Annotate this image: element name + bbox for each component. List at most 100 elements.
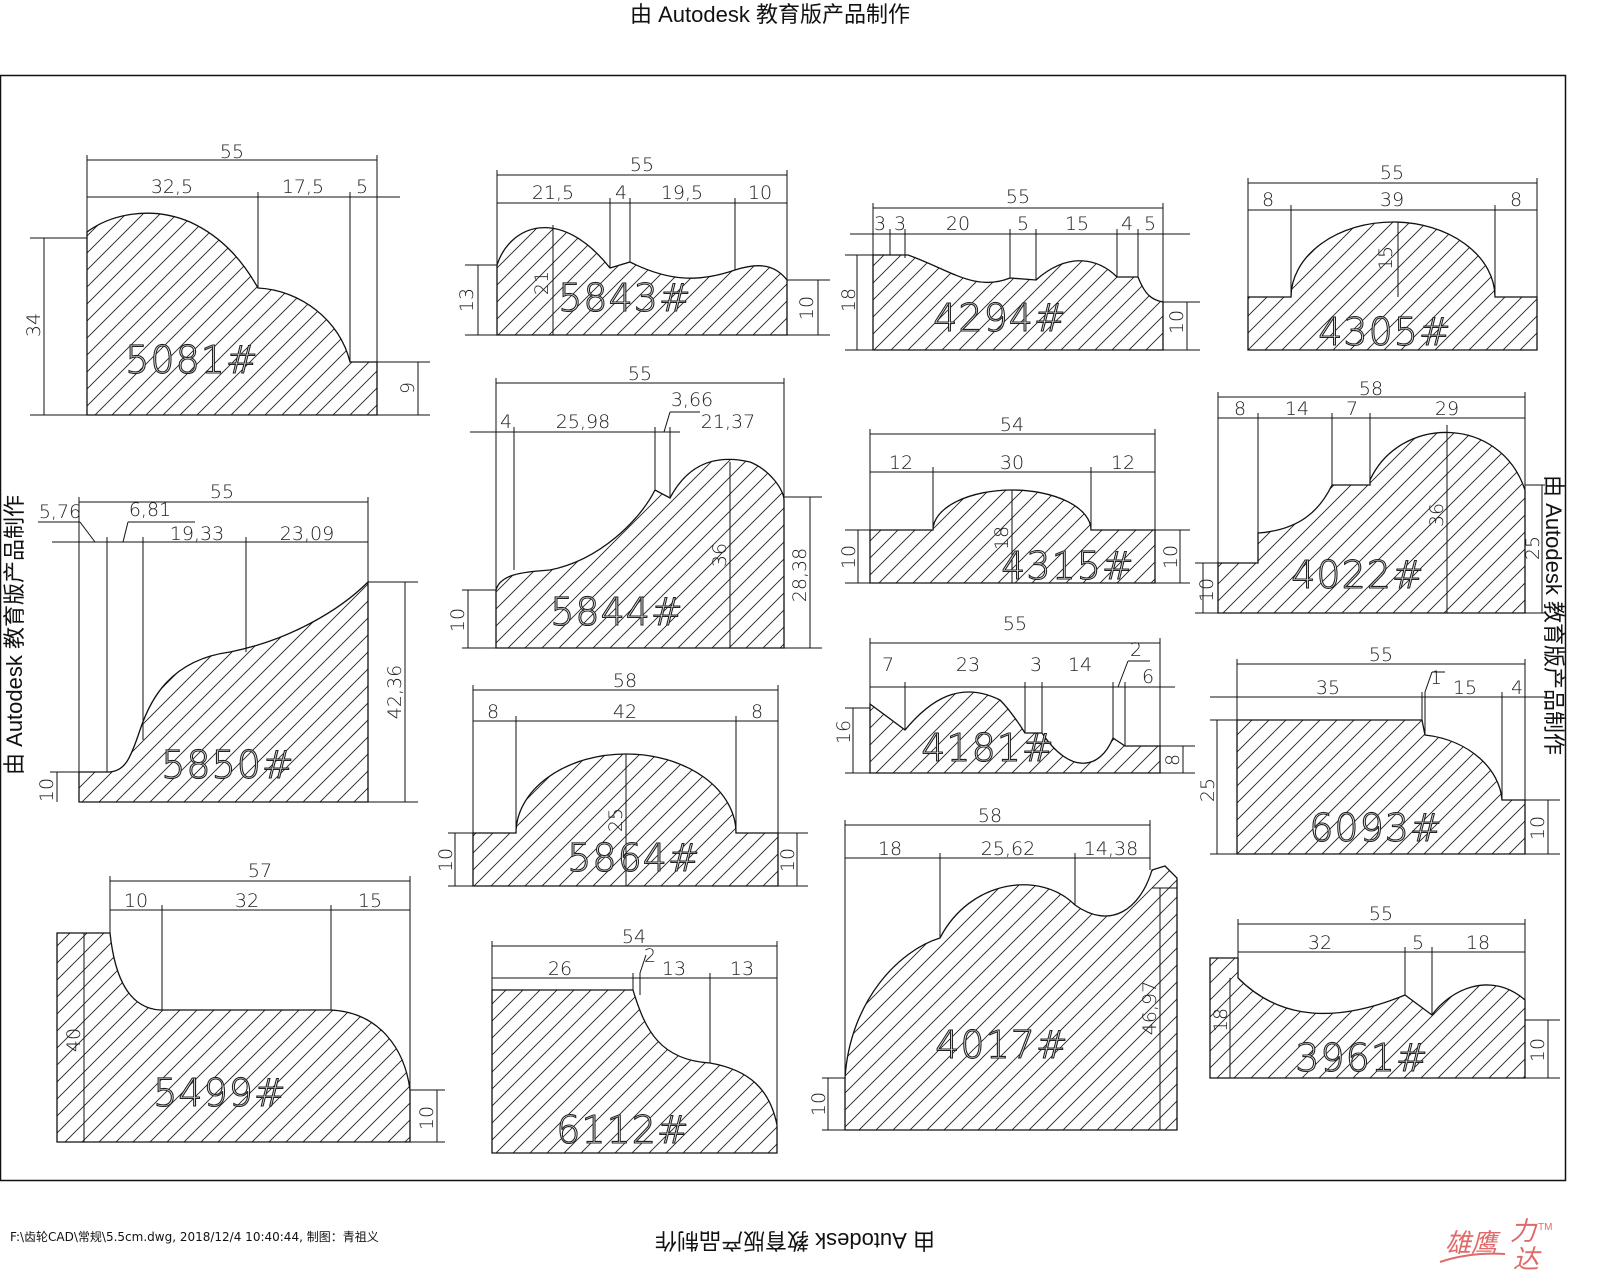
dimension-value: 18: [991, 526, 1013, 550]
dimension-value: 10: [838, 545, 860, 569]
profile-code-label: 5864#: [567, 836, 701, 880]
dimension-value: 6: [1142, 666, 1154, 688]
profile-code-label: 5850#: [161, 743, 295, 787]
dimension-value: 2: [644, 945, 656, 967]
dimension-value: 2: [1130, 639, 1142, 661]
dimension-value: 55: [1006, 186, 1030, 208]
dimension-value: 46,97: [1139, 981, 1161, 1035]
dimension-value: 10: [777, 848, 799, 872]
watermark-top: 由 Autodesk 教育版产品制作: [630, 2, 910, 27]
dimension-value: 4: [1511, 677, 1523, 699]
dimension-value: 14: [1068, 654, 1092, 676]
dimension-value: 12: [889, 452, 913, 474]
profile-code-label: 5081#: [125, 338, 259, 382]
profile-shape: [872, 254, 1164, 351]
dimension-value: 21,37: [701, 411, 755, 433]
dimension-value: 55: [220, 141, 244, 163]
dimension-value: 10: [1527, 816, 1549, 840]
dimension-value: 34: [23, 313, 45, 337]
dimension-value: 29: [1435, 398, 1459, 420]
dimension-value: 8: [1234, 398, 1246, 420]
profile-shape: [496, 227, 788, 336]
dimension-value: 8: [751, 701, 763, 723]
dimension-value: 18: [878, 838, 902, 860]
profile-shape: [78, 580, 369, 803]
profile-code-label: 4294#: [933, 296, 1067, 340]
dimension-value: 55: [628, 363, 652, 385]
dimension-value: 7: [882, 654, 894, 676]
dimension-value: 10: [1160, 545, 1182, 569]
dimension-value: 25: [1197, 778, 1219, 802]
dimension-value: 26: [548, 958, 572, 980]
dimension-value: 16: [833, 720, 855, 744]
profile-code-label: 6112#: [556, 1108, 690, 1152]
dimension-value: 3: [1030, 654, 1042, 676]
watermark-left: 由 Autodesk 教育版产品制作: [2, 495, 27, 775]
dimension-value: 35: [1316, 677, 1340, 699]
profile-code-label: 3961#: [1295, 1036, 1429, 1080]
dimension-value: 39: [1380, 189, 1404, 211]
dimension-line: [122, 521, 129, 543]
dimension-value: 18: [1210, 1008, 1232, 1032]
profile-code-label: 4315#: [1001, 544, 1135, 588]
dimension-value: 17,5: [282, 176, 324, 198]
dimension-value: 5: [1144, 213, 1156, 235]
dimension-line: [79, 521, 96, 543]
dimension-value: 15: [1453, 677, 1477, 699]
dimension-value: 10: [435, 848, 457, 872]
dimension-value: 6,81: [129, 499, 171, 521]
profile-code-label: 4022#: [1291, 553, 1425, 597]
dimension-value: 10: [124, 890, 148, 912]
dimension-value: 5: [356, 176, 368, 198]
dimension-value: 7: [1346, 398, 1358, 420]
dimension-value: 3: [894, 213, 906, 235]
dimension-value: 55: [1003, 613, 1027, 635]
dimension-value: 58: [1359, 378, 1383, 400]
dimension-value: 4: [500, 411, 512, 433]
dimension-value: 32,5: [151, 176, 193, 198]
dimension-value: 55: [210, 481, 234, 503]
dimension-value: 18: [1466, 932, 1490, 954]
dimension-value: 25: [605, 808, 627, 832]
dimension-value: 30: [1000, 452, 1024, 474]
dimension-value: 21,5: [532, 182, 574, 204]
dimension-value: 10: [447, 608, 469, 632]
dimension-value: 40: [63, 1028, 85, 1052]
dimension-value: 57: [248, 860, 272, 882]
dimension-value: 8: [1510, 189, 1522, 211]
dimension-value: 4: [615, 182, 627, 204]
dimension-value: 12: [1111, 452, 1135, 474]
dimension-value: 25,98: [556, 411, 610, 433]
dimension-value: 20: [946, 213, 970, 235]
dimension-value: 8: [1162, 754, 1184, 766]
profile-7: 54 12 30 12 10 18 10 4315#: [838, 414, 1190, 589]
dimension-value: 28,38: [789, 548, 811, 602]
dimension-line: [1424, 671, 1433, 693]
profile-code-label: 5843#: [558, 276, 692, 320]
dimension-value: 5: [1017, 213, 1029, 235]
profile-code-label: 6093#: [1309, 806, 1443, 850]
profile-code-label: 5499#: [153, 1071, 287, 1115]
dimension-value: 8: [1262, 189, 1274, 211]
dimension-value: 14,38: [1084, 838, 1138, 860]
dimension-value: 10: [416, 1106, 438, 1130]
dimension-value: 42: [613, 701, 637, 723]
dimension-value: 55: [1369, 644, 1393, 666]
dimension-value: 10: [1527, 1038, 1549, 1062]
logo-text: 达: [1513, 1245, 1542, 1275]
dimension-value: 58: [613, 670, 637, 692]
dimension-line: [1117, 660, 1129, 688]
dimension-value: 21: [531, 271, 553, 295]
dimension-value: 10: [796, 296, 818, 320]
dimension-value: 10: [808, 1092, 830, 1116]
dimension-value: 13: [662, 958, 686, 980]
dimension-value: 54: [1000, 414, 1024, 436]
dimension-value: 15: [1065, 213, 1089, 235]
